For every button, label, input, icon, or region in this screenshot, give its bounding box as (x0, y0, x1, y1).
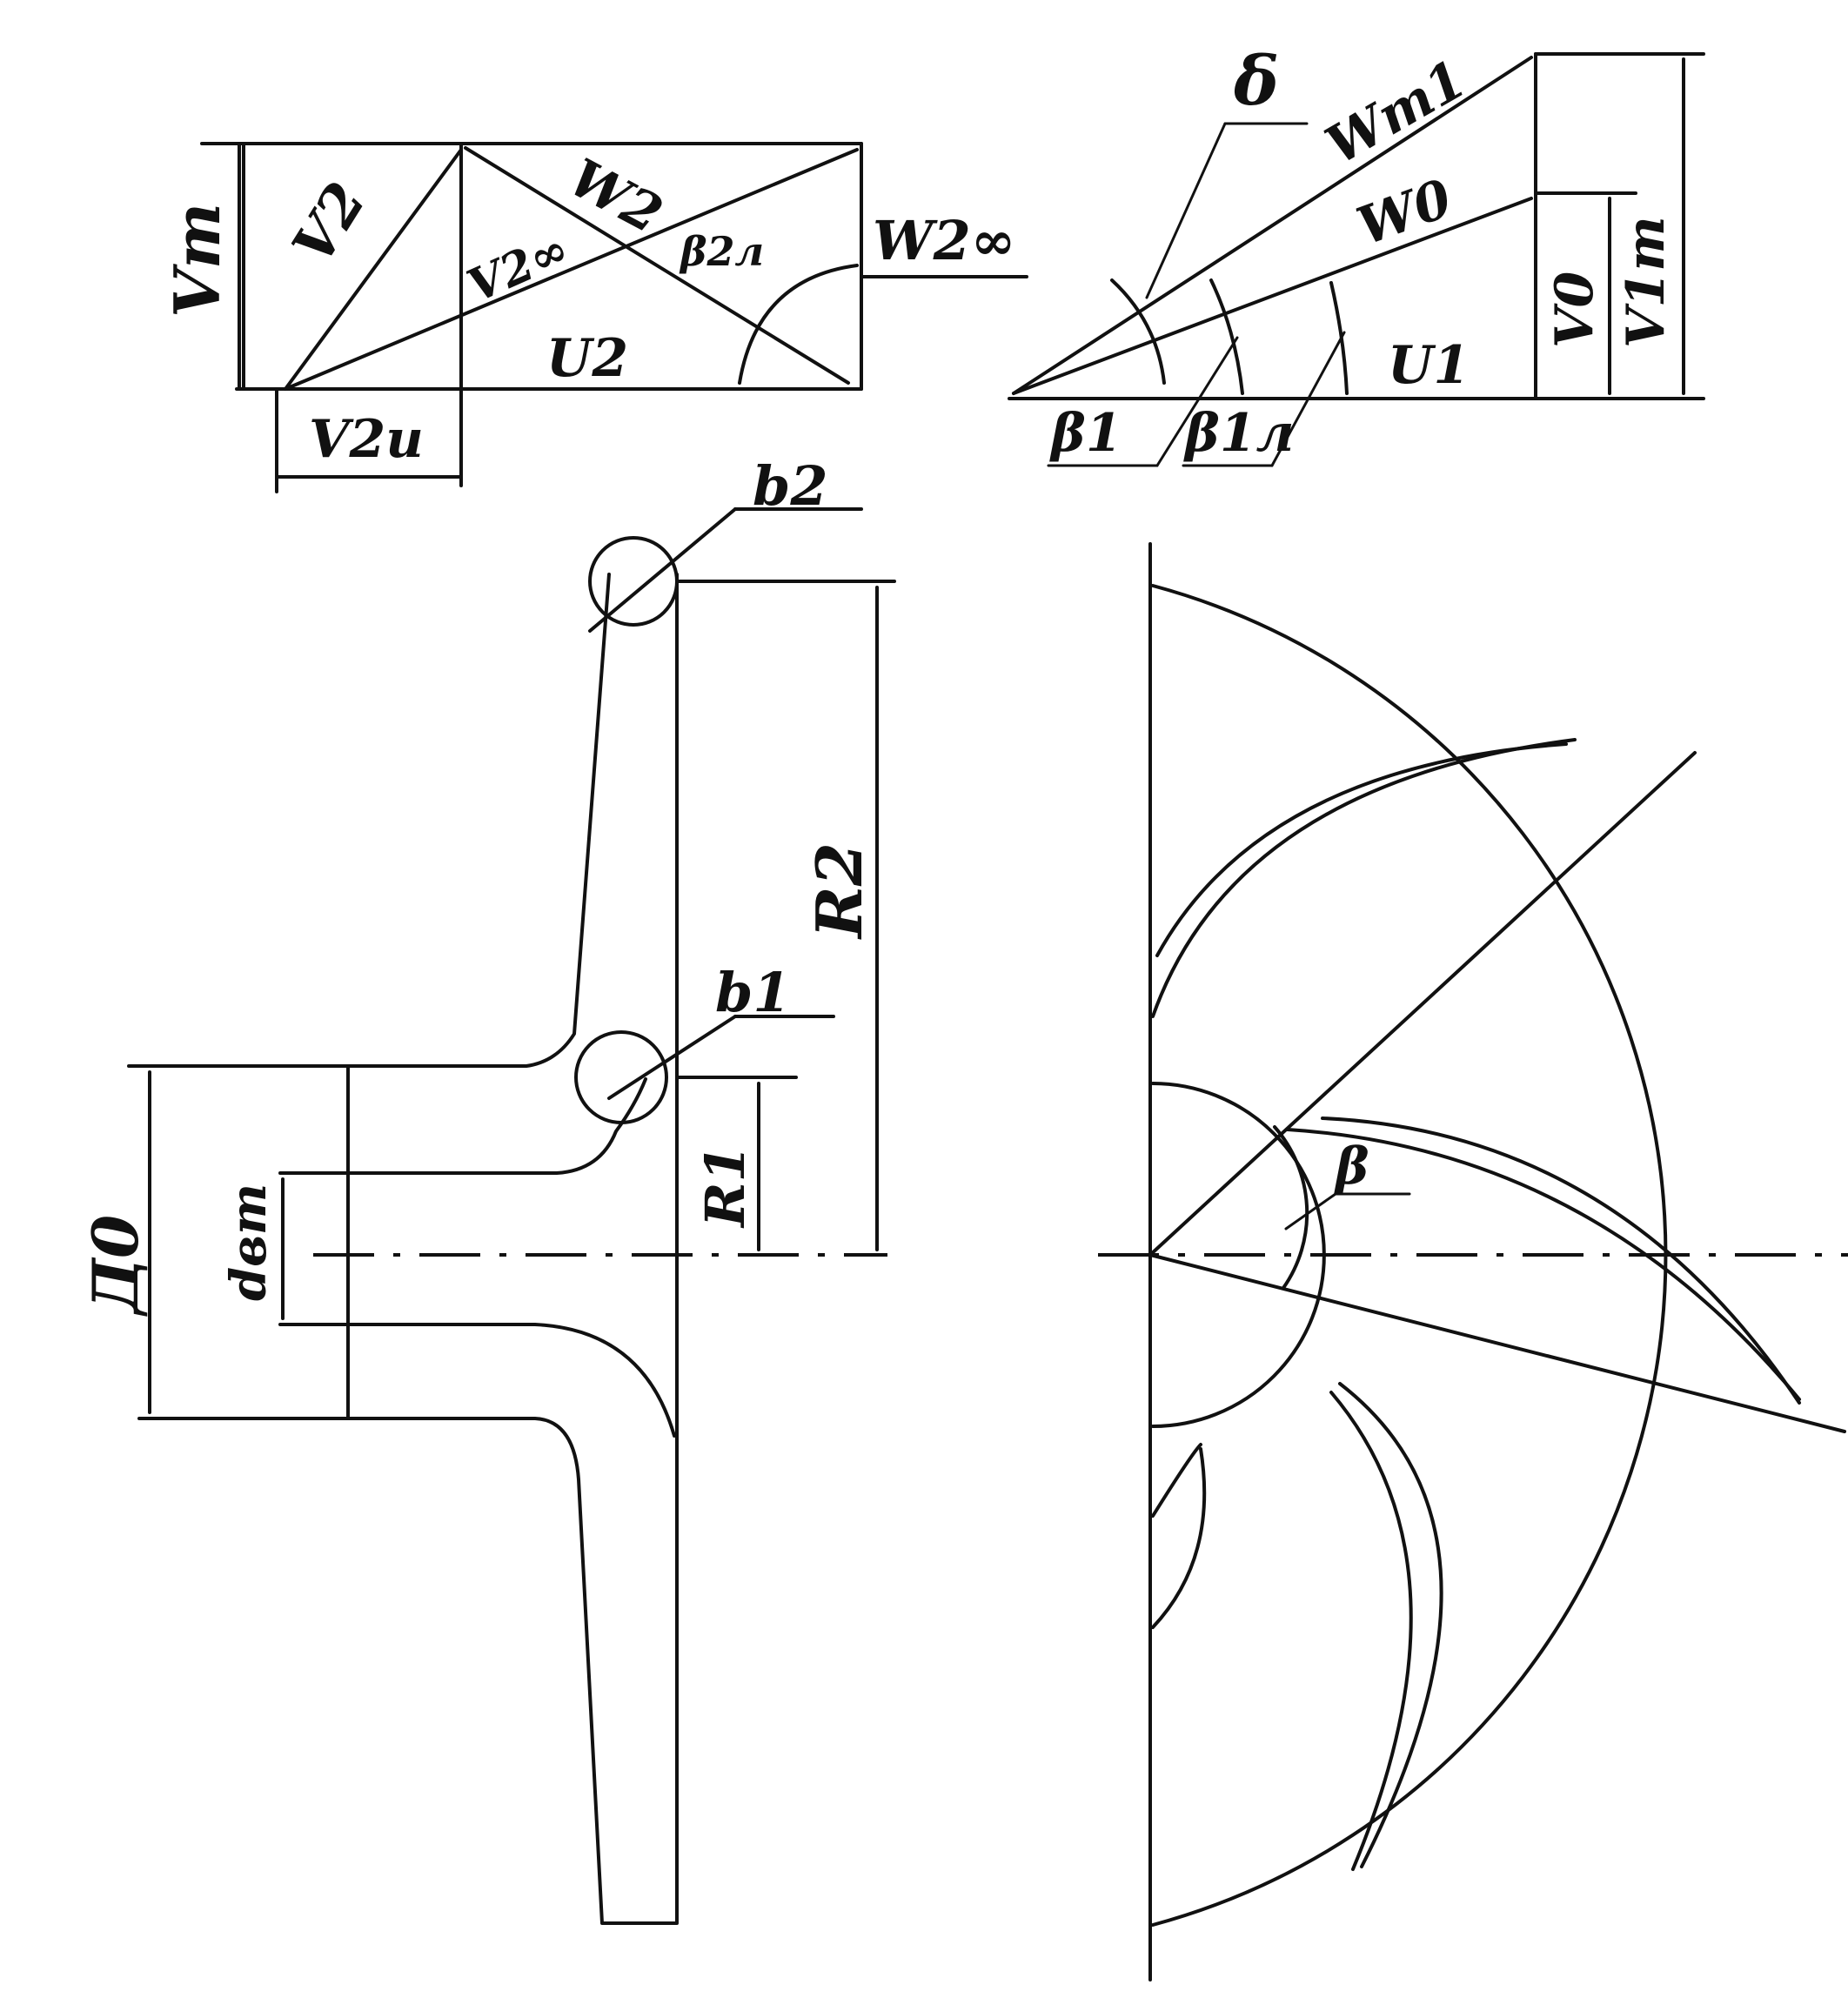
label-v2inf: V2∞ (459, 222, 576, 312)
impeller-outer-circle (1151, 584, 1668, 1927)
front-shroud-outline (127, 573, 611, 1068)
label-beta: β (1334, 1137, 1369, 1196)
label-wm1: Wm1 (1316, 49, 1476, 177)
label-u1: U1 (1388, 335, 1470, 396)
label-delta: δ (1233, 42, 1279, 121)
label-b1: b1 (715, 961, 791, 1024)
label-w2: W2 (559, 147, 672, 245)
label-v0: V0 (1544, 271, 1605, 348)
label-beta1: β1 (1049, 403, 1122, 464)
label-beta1l: β1л (1183, 403, 1295, 464)
label-w0: W0 (1349, 168, 1460, 258)
label-d0: Д0 (78, 1215, 152, 1317)
hub-inner-curve (278, 1323, 676, 1438)
beta1l-angle-arc (1329, 281, 1349, 395)
label-v2u: V2u (309, 409, 424, 470)
impeller-blade-1 (1151, 738, 1577, 1018)
label-r1: R1 (693, 1144, 757, 1229)
impeller-blade-4 (1151, 1443, 1207, 1629)
impeller-meridional-section: b2 R2 b1 R1 Д0 dвт (78, 454, 896, 1925)
delta-angle-arc (1110, 278, 1166, 385)
label-vm: Vm (160, 203, 234, 318)
wm1-vector (1012, 56, 1533, 395)
label-w2inf: W2∞ (873, 209, 1015, 272)
label-v2: V2 (280, 171, 379, 276)
b2-circle (588, 536, 679, 627)
inlet-velocity-triangle: δ Wm1 W0 U1 V0 V1m β1 β1л (1008, 42, 1705, 467)
hub-disc-outline (137, 573, 679, 1925)
label-dvt: dвт (220, 1184, 278, 1301)
label-r2: R2 (802, 842, 876, 940)
b1-circle (574, 1030, 668, 1124)
label-v1m: V1m (1616, 216, 1677, 348)
beta1-angle-arc (1209, 278, 1244, 395)
impeller-plan-view: β (1098, 542, 1848, 1982)
w2-vector (464, 146, 850, 385)
outlet-velocity-triangle: Vm V2 V2∞ W2 β2л W2∞ U2 V2u (160, 142, 1028, 493)
beta-angle-arc (1273, 1125, 1309, 1290)
beta2l-angle-arc (738, 264, 859, 385)
impeller-blade-2 (1286, 1116, 1801, 1405)
impeller-blade-3 (1329, 1382, 1443, 1871)
label-beta2l: β2л (679, 228, 764, 275)
label-b2: b2 (753, 454, 828, 518)
v2inf-vector (284, 148, 859, 391)
label-u2: U2 (546, 328, 628, 389)
v2-vector (284, 148, 463, 391)
impeller-eye-circle (1151, 1082, 1326, 1428)
w0-vector (1012, 197, 1533, 395)
